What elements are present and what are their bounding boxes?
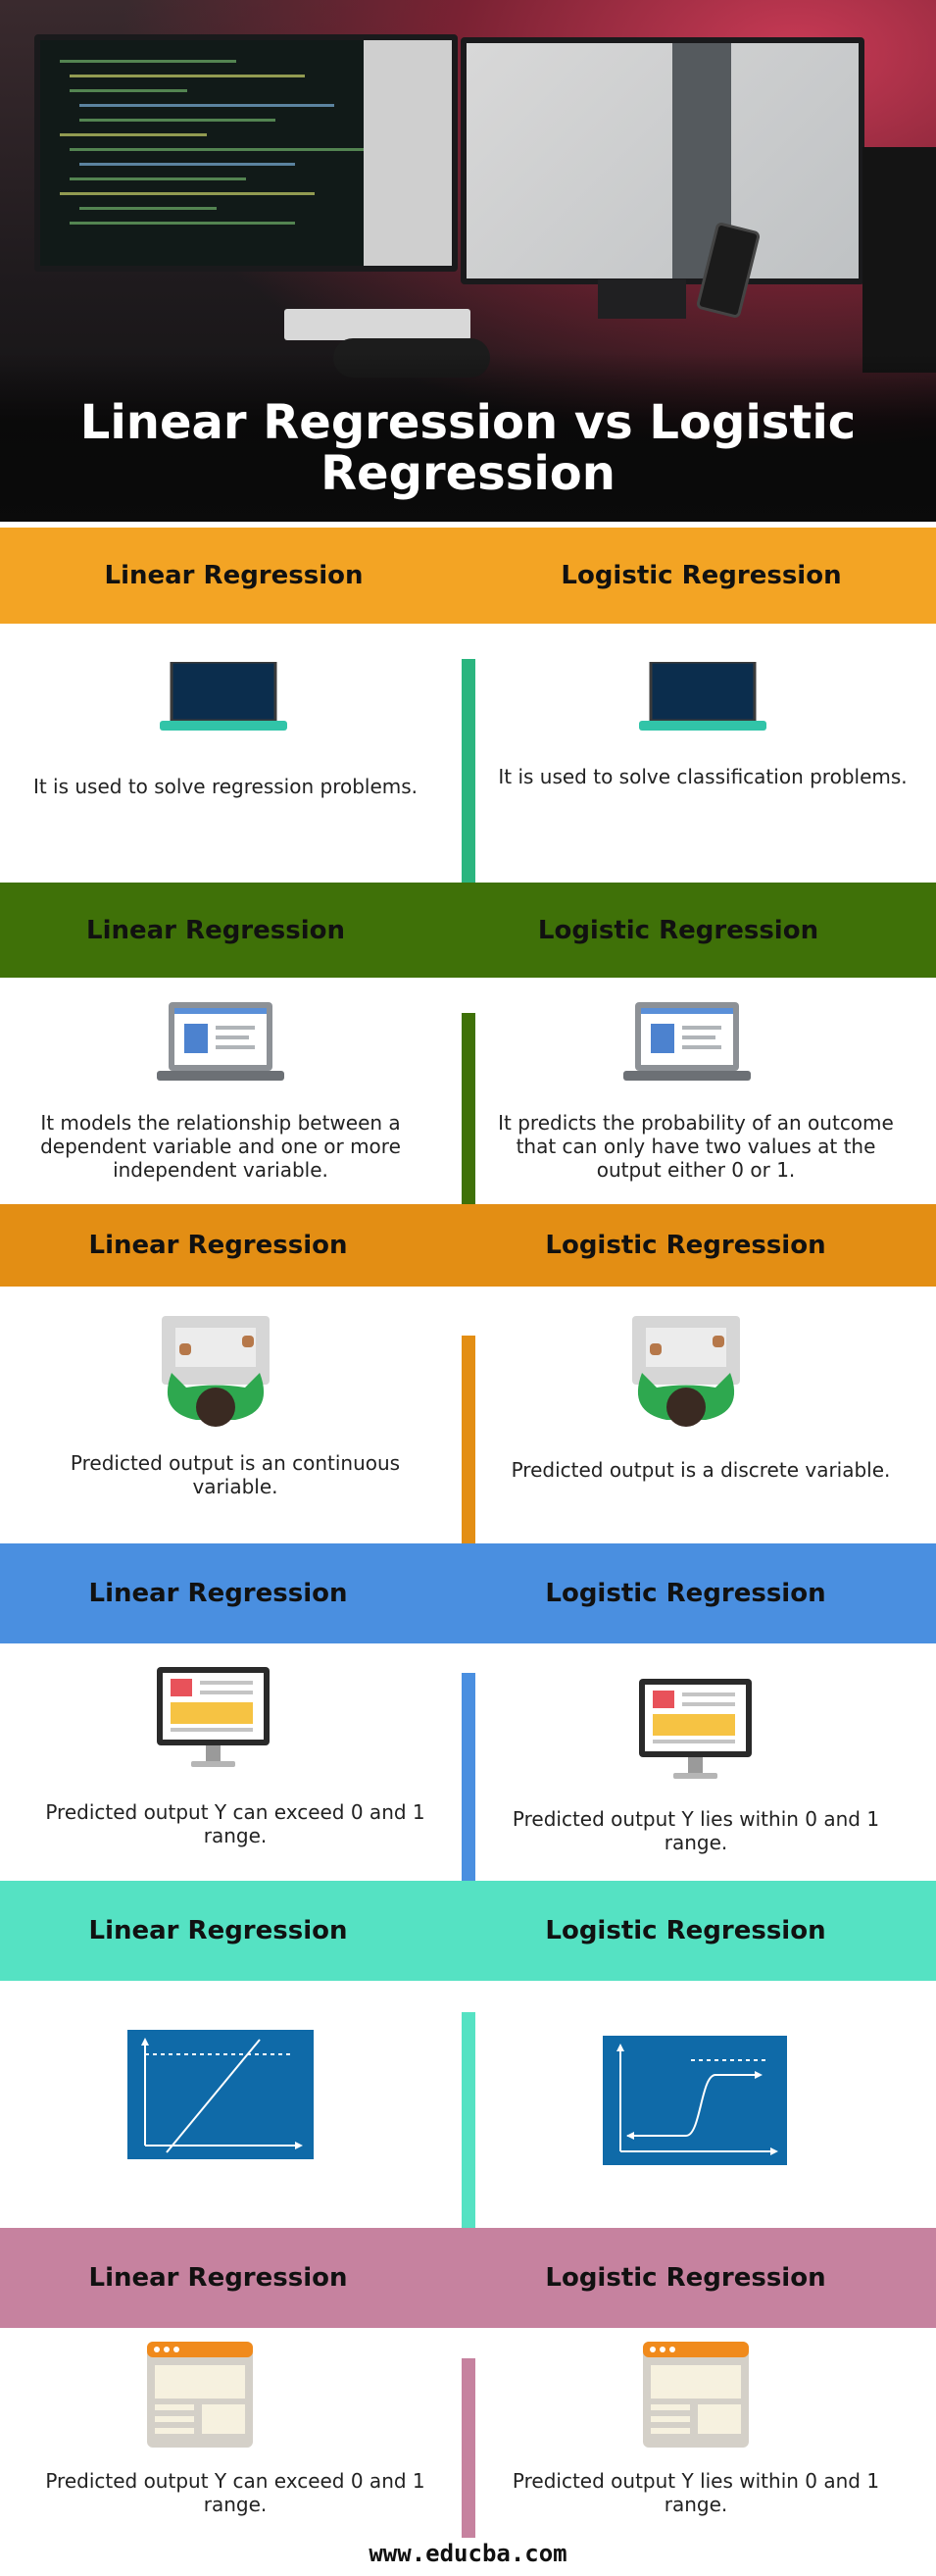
keyboard-image	[284, 309, 470, 340]
page-title: Linear Regression vs Logistic Regression	[79, 395, 857, 501]
person-at-desk-icon	[162, 1316, 270, 1427]
browser-laptop-icon	[157, 1002, 284, 1081]
row-5-header-band: Linear Regression Logistic Regression	[0, 1881, 936, 1981]
row-2-header-band: Linear Regression Logistic Regression	[0, 883, 936, 978]
laptop-icon	[639, 662, 766, 731]
web-page-icon	[643, 2342, 749, 2448]
row-6-header-band: Linear Regression Logistic Regression	[0, 2228, 936, 2328]
row-3-divider	[462, 1336, 475, 1543]
logistic-graph-icon	[603, 2036, 787, 2165]
header-left-label: Linear Regression	[88, 1231, 348, 1260]
header-right-label: Logistic Regression	[561, 561, 842, 590]
row-1-header-band: Linear Regression Logistic Regression	[0, 528, 936, 624]
header-right-label: Logistic Regression	[545, 1231, 826, 1260]
speaker-image	[862, 147, 936, 373]
monitor-left-image	[34, 34, 458, 272]
header-left-label: Linear Regression	[88, 2263, 348, 2293]
header-left-label: Linear Regression	[104, 561, 364, 590]
row-1-right-text: It is used to solve classification probl…	[498, 765, 908, 788]
row-2-right-text: It predicts the probability of an outcom…	[498, 1111, 894, 1182]
header-left-label: Linear Regression	[88, 1579, 348, 1608]
row-6-divider	[462, 2358, 475, 2538]
row-6-right-text: Predicted output Y lies within 0 and 1 r…	[512, 2469, 880, 2516]
web-page-icon	[147, 2342, 253, 2448]
desktop-monitor-icon	[157, 1667, 270, 1767]
row-6-left-text: Predicted output Y can exceed 0 and 1 ra…	[45, 2469, 425, 2516]
browser-laptop-icon	[623, 1002, 751, 1081]
laptop-icon	[160, 662, 287, 731]
row-4-divider	[462, 1673, 475, 1881]
desktop-monitor-icon	[639, 1679, 752, 1779]
row-2-divider	[462, 1013, 475, 1204]
header-left-label: Linear Regression	[86, 915, 345, 945]
row-5-divider	[462, 2012, 475, 2228]
person-at-desk-icon	[632, 1316, 740, 1427]
row-3-left-text: Predicted output is an continuous variab…	[70, 1451, 401, 1498]
header-right-label: Logistic Regression	[537, 915, 819, 945]
row-4-header-band: Linear Regression Logistic Regression	[0, 1543, 936, 1643]
row-4-left-text: Predicted output Y can exceed 0 and 1 ra…	[45, 1800, 425, 1847]
row-2-left-text: It models the relationship between a dep…	[40, 1111, 401, 1182]
header-left-label: Linear Regression	[88, 1916, 348, 1945]
row-1-divider	[462, 659, 475, 883]
monitor-right-image	[461, 37, 864, 284]
header-right-label: Logistic Regression	[545, 1916, 826, 1945]
hero-banner: Linear Regression vs Logistic Regression	[0, 0, 936, 522]
linear-graph-icon	[127, 2030, 314, 2159]
row-3-right-text: Predicted output is a discrete variable.	[511, 1458, 891, 1482]
monitor-stand-image	[598, 279, 686, 319]
row-4-right-text: Predicted output Y lies within 0 and 1 r…	[512, 1807, 880, 1854]
row-1-left-text: It is used to solve regression problems.	[32, 775, 419, 798]
header-right-label: Logistic Regression	[545, 2263, 826, 2293]
header-right-label: Logistic Regression	[545, 1579, 826, 1608]
footer-url[interactable]: www.educba.com	[369, 2540, 567, 2567]
row-3-header-band: Linear Regression Logistic Regression	[0, 1204, 936, 1287]
